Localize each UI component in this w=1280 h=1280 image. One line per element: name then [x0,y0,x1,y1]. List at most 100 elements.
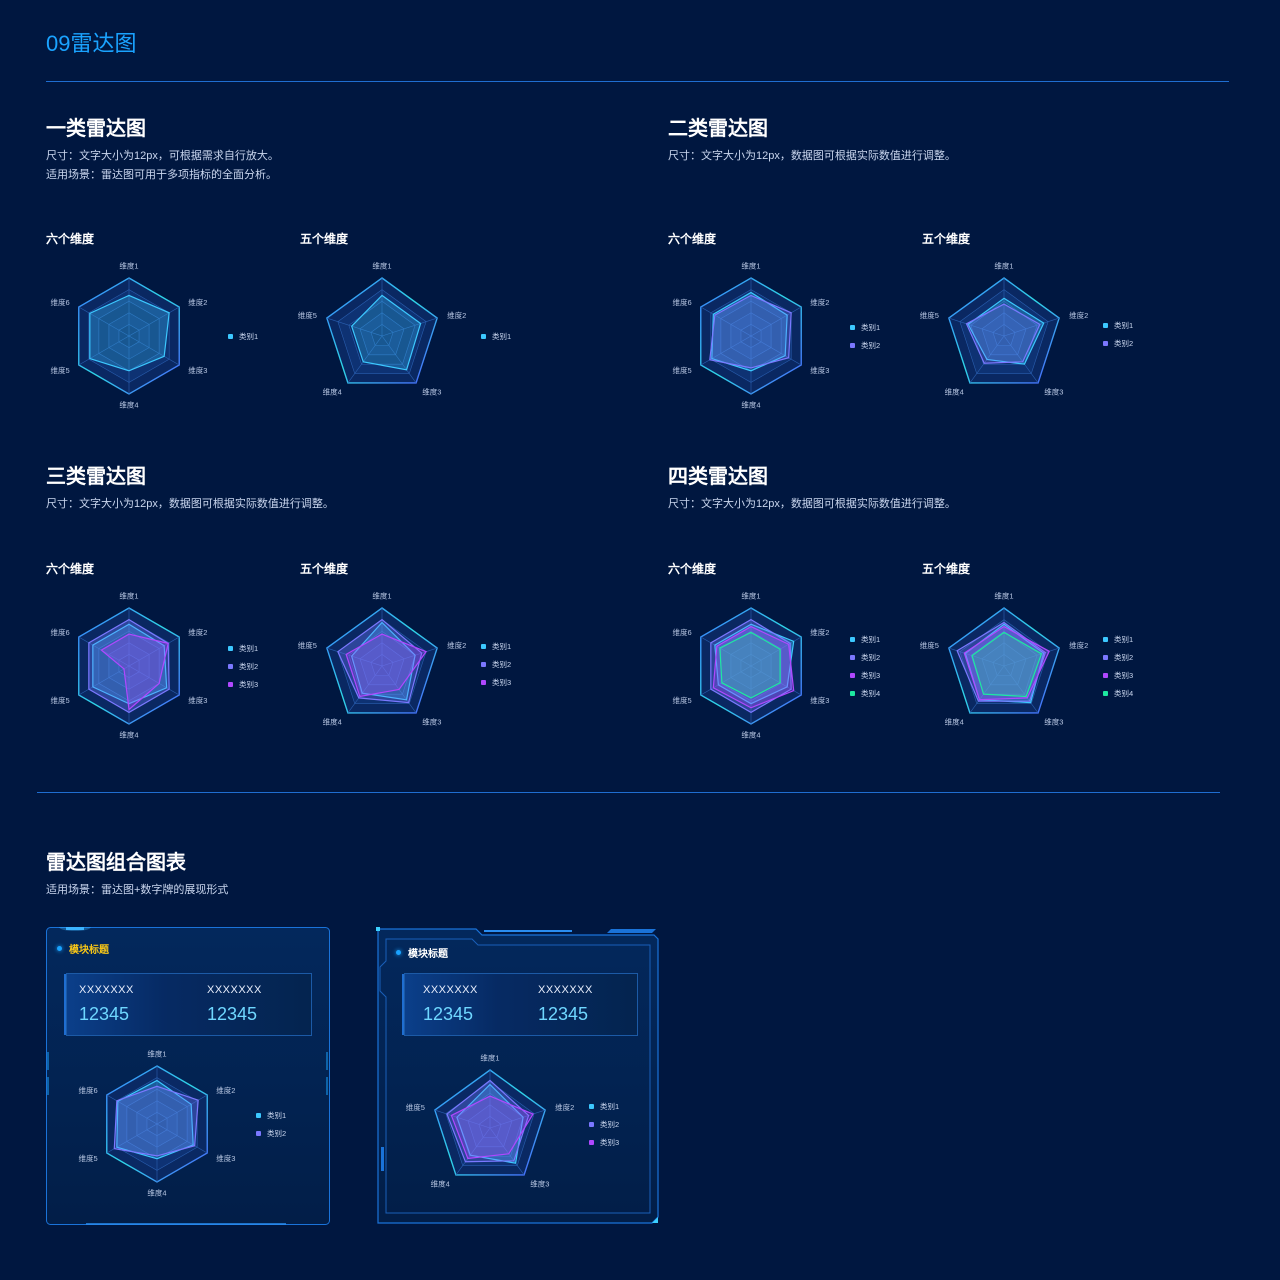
axis-label: 维度6 [673,297,692,307]
axis-label: 维度3 [530,1178,549,1188]
axis-label: 维度4 [323,386,342,396]
card-title: 模块标题 [396,945,448,960]
axis-label: 维度5 [673,695,692,705]
legend-item[interactable]: 类别1 [589,1097,619,1115]
radar-series-area[interactable] [714,623,795,705]
axis-label: 维度5 [920,310,939,320]
legend-label: 类别3 [492,677,512,687]
radar-series-area[interactable] [711,291,788,372]
axis-label: 维度4 [119,729,138,739]
radar-spoke [78,665,130,696]
page-title: 09雷达图 [46,31,137,56]
radar-series-area[interactable] [113,1085,199,1157]
radar-spoke [969,665,1005,714]
legend-label: 类别2 [1114,338,1134,348]
legend-item[interactable]: 类别2 [1103,648,1133,666]
radar-series-area[interactable] [965,303,1041,364]
legend-item[interactable]: 类别3 [1103,666,1133,684]
section-desc-type4: 尺寸：文字大小为12px，数据图可根据实际数值进行调整。 [668,495,956,514]
legend-item[interactable]: 类别4 [850,684,880,702]
legend-label: 类别2 [861,652,881,662]
legend-item[interactable]: 类别1 [1103,316,1133,334]
legend-item[interactable]: 类别3 [228,675,258,693]
legend-label: 类别1 [492,331,512,341]
radar-spoke [347,335,383,384]
header-divider [46,81,1229,82]
axis-label: 维度5 [406,1102,425,1112]
legend-item[interactable]: 类别2 [1103,334,1133,352]
radar-series-area[interactable] [116,1079,194,1160]
desc-line: 尺寸：文字大小为12px，数据图可根据实际数值进行调整。 [46,498,334,510]
radar-series-area[interactable] [963,625,1051,701]
legend-item[interactable]: 类别1 [228,639,258,657]
radar-series-area[interactable] [450,1095,534,1160]
legend-item[interactable]: 类别1 [228,327,258,345]
axis-label: 维度4 [147,1187,166,1197]
legend-item[interactable]: 类别1 [850,630,880,648]
radar-series-area[interactable] [345,633,428,698]
chart-legend: 类别1 [481,327,511,345]
axis-label: 维度5 [298,640,317,650]
kpi-item: XXXXXXX 12345 [207,984,262,1025]
legend-item[interactable]: 类别2 [256,1124,286,1142]
legend-swatch-icon [589,1121,594,1127]
legend-item[interactable]: 类别2 [481,655,511,673]
axis-label: 维度5 [673,365,692,375]
subtitle-six-dimensions: 六个维度 [668,232,717,246]
legend-item[interactable]: 类别1 [850,318,880,336]
legend-item[interactable]: 类别1 [256,1106,286,1124]
axis-label: 维度1 [994,261,1013,271]
radar-spoke [434,1109,491,1129]
legend-item[interactable]: 类别1 [1103,630,1133,648]
legend-label: 类别1 [239,331,259,341]
legend-item[interactable]: 类别2 [850,648,880,666]
axis-label: 维度2 [188,297,207,307]
legend-item[interactable]: 类别4 [1103,684,1133,702]
radar-spoke [750,636,802,667]
legend-item[interactable]: 类别1 [481,327,511,345]
legend-label: 类别4 [1114,688,1134,698]
radar-series-area[interactable] [719,631,781,699]
legend-swatch-icon [1103,340,1108,346]
radar-series-area[interactable] [712,625,795,709]
kpi-panel: XXXXXXX 12345 XXXXXXX 12345 [64,973,312,1036]
radar-spoke [1003,335,1039,384]
radar-series-area[interactable] [100,633,169,711]
radar-spoke [326,647,383,667]
axis-label: 维度3 [216,1153,235,1163]
radar-series-area[interactable] [971,631,1043,698]
axis-label: 维度4 [119,399,138,409]
legend-swatch-icon [1103,322,1108,328]
kpi-item: XXXXXXX 12345 [423,984,478,1025]
legend-item[interactable]: 类别2 [228,657,258,675]
axis-label: 维度2 [447,310,466,320]
radar-spoke [78,306,130,337]
legend-item[interactable]: 类别2 [589,1115,619,1133]
axis-label: 维度4 [431,1178,450,1188]
legend-swatch-icon [850,672,855,678]
axis-label: 维度5 [920,640,939,650]
radar-spoke [1003,317,1060,337]
legend-item[interactable]: 类别3 [481,673,511,691]
card-title-text: 模块标题 [408,949,448,960]
radar-series-area[interactable] [709,294,792,369]
axis-label: 维度4 [945,716,964,726]
radar-series-area[interactable] [350,294,422,371]
axis-label: 维度2 [1069,640,1088,650]
chart-legend: 类别1 [228,327,258,345]
radar-spoke [106,1123,158,1154]
legend-item[interactable]: 类别2 [850,336,880,354]
legend-swatch-icon [481,679,486,685]
legend-item[interactable]: 类别3 [850,666,880,684]
legend-item[interactable]: 类别1 [481,637,511,655]
radar-series-area[interactable] [89,294,170,372]
legend-swatch-icon [256,1130,261,1136]
legend-item[interactable]: 类别3 [589,1133,619,1151]
subtitle-six-dimensions: 六个维度 [46,232,95,246]
card-title: 模块标题 [57,941,109,956]
radar-spoke [347,665,383,714]
